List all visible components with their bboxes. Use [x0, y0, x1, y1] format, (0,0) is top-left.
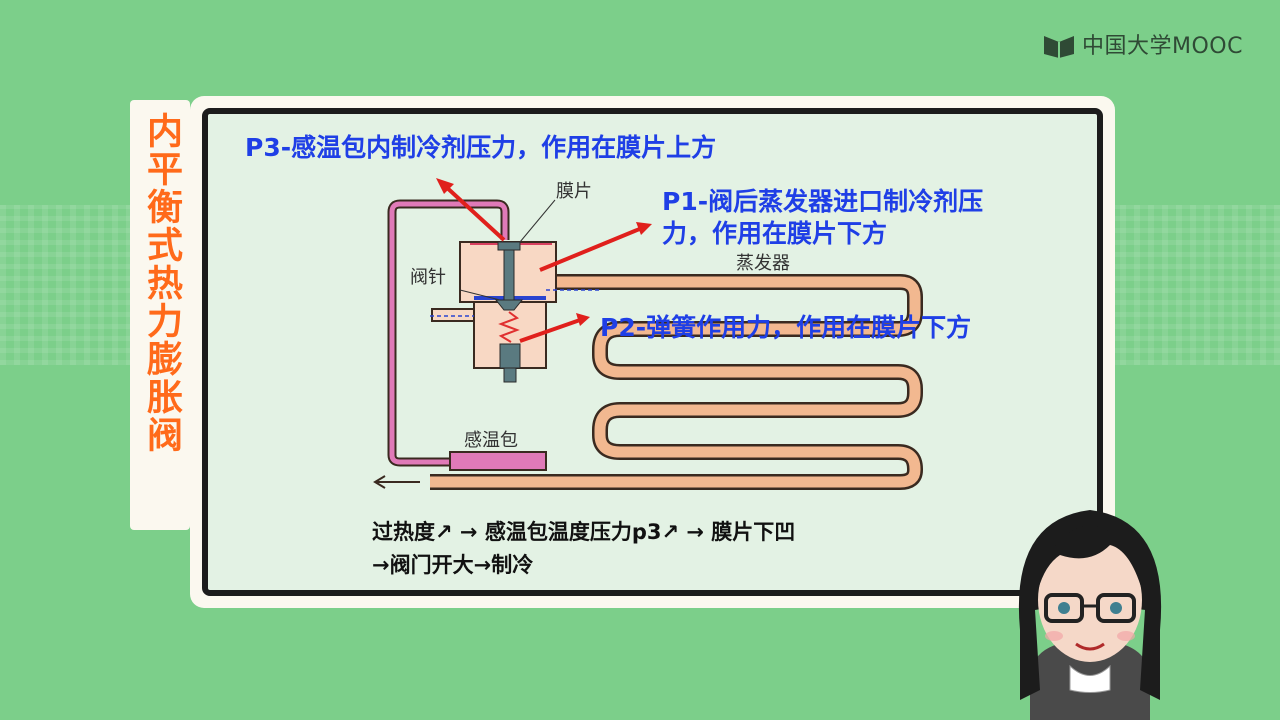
- label-p3: P3-感温包内制冷剂压力，作用在膜片上方: [245, 133, 717, 162]
- arrow-p3: [436, 178, 506, 242]
- explanation-line-2: →阀门开大→制冷: [372, 553, 534, 577]
- spring: [498, 311, 520, 343]
- label-valve-needle: 阀针: [410, 267, 446, 288]
- book-icon: [1044, 36, 1074, 58]
- label-diaphragm: 膜片: [556, 181, 592, 202]
- label-p1-line1: P1-阀后蒸发器进口制冷剂压: [662, 187, 984, 216]
- arrow-p2: [519, 313, 590, 343]
- mooc-logo: 中国大学MOOC: [1042, 28, 1243, 60]
- valve-needle: [494, 299, 524, 311]
- label-sensing-bulb: 感温包: [464, 430, 518, 451]
- sensing-bulb: [449, 451, 547, 471]
- label-p2: P2-弹簧作用力，作用在膜片下方: [600, 313, 972, 342]
- logo-text: 中国大学MOOC: [1082, 34, 1243, 59]
- label-p1-line2: 力，作用在膜片下方: [662, 219, 888, 248]
- side-title: 内平衡式热力膨胀阀: [141, 112, 182, 454]
- board: [202, 108, 1103, 596]
- teacher-avatar: [1018, 510, 1162, 720]
- valve-stem: [503, 247, 515, 309]
- side-title-panel: [130, 100, 190, 530]
- label-evaporator: 蒸发器: [736, 253, 790, 274]
- outlet-arrow-icon: [373, 475, 420, 489]
- inlet-pipe: [431, 308, 475, 322]
- explanation-line-1: 过热度↗ → 感温包温度压力p3↗ → 膜片下凹: [372, 520, 796, 544]
- arrow-p1: [539, 222, 652, 272]
- adjust-screw: [499, 343, 521, 369]
